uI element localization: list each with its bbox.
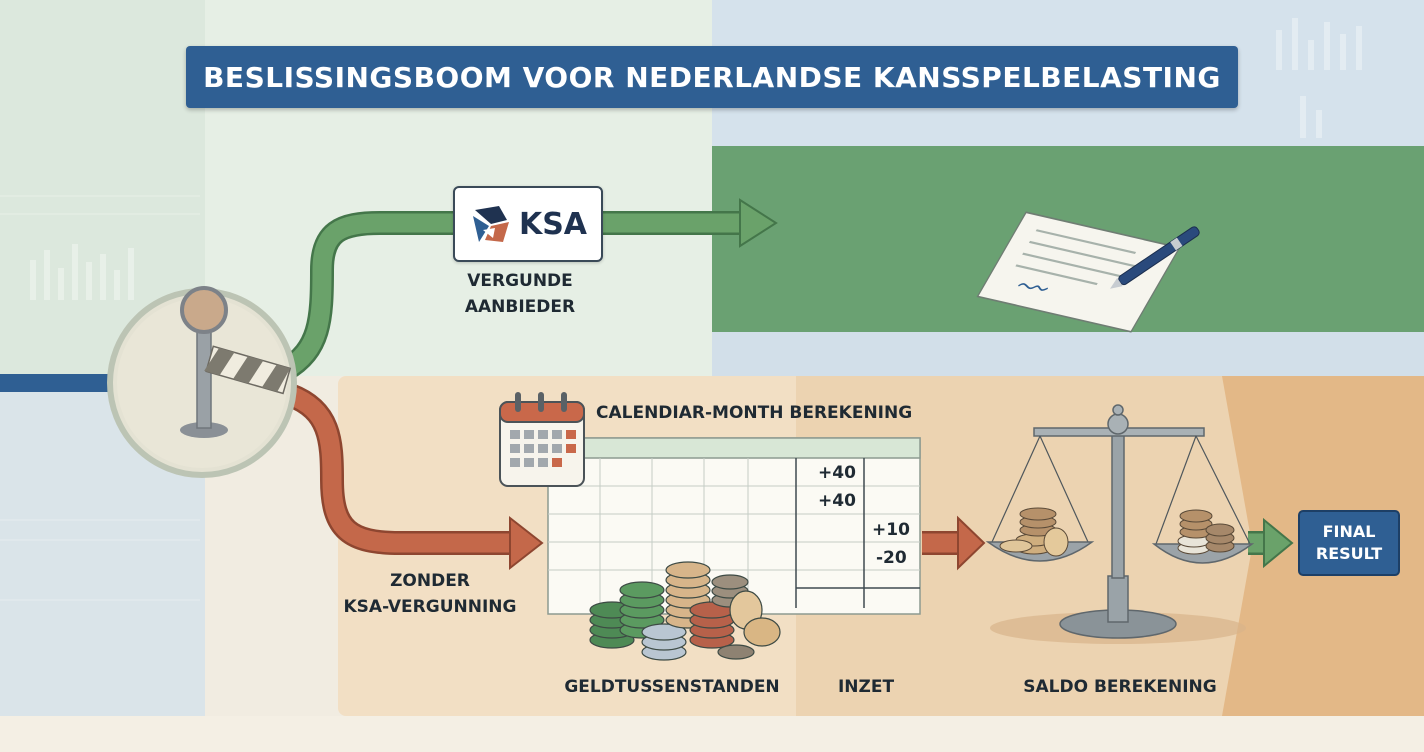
cash-balances-label: GELDTUSSENSTANDEN	[564, 677, 780, 697]
unlicensed-path	[286, 386, 512, 553]
licensed-path	[279, 213, 453, 379]
final-result-node: FINAL RESULT	[1298, 510, 1400, 576]
final-result-line: RESULT	[1315, 544, 1383, 563]
unlicensed-label: ZONDER KSA-VERGUNNING	[330, 568, 530, 620]
ksa-logo-icon	[472, 206, 509, 242]
ksa-logo-text: KSA	[518, 206, 588, 242]
ksa-node: KSA	[453, 186, 603, 262]
diagram-title-bar: BESLISSINGSBOOM VOOR NEDERLANDSE KANSSPE…	[186, 46, 1238, 108]
final-result-line: FINAL	[1322, 522, 1376, 541]
background-panel	[0, 716, 1424, 752]
stake-label: INZET	[837, 677, 895, 697]
label-line: AANBIEDER	[464, 297, 576, 317]
label-line: ZONDER	[390, 571, 470, 591]
balance-calculation-label: SALDO BEREKENING	[1023, 677, 1217, 697]
licensed-arrowhead	[739, 198, 778, 248]
ledger-entry: +10	[872, 520, 910, 540]
unlicensed-arrowhead	[509, 515, 544, 571]
licensed-provider-label: VERGUNDE AANBIEDER	[440, 268, 600, 320]
calendar-month-label: CALENDIAR-MONTH BEREKENING	[596, 403, 913, 423]
diagram-title: BESLISSINGSBOOM VOOR NEDERLANDSE KANSSPE…	[203, 60, 1221, 94]
label-line: KSA-VERGUNNING	[343, 597, 517, 617]
label-line: VERGUNDE	[467, 271, 573, 291]
ledger-entry: -20	[876, 548, 907, 568]
background-panel	[712, 332, 1424, 376]
final-arrowhead	[1263, 517, 1294, 569]
ledger-entry: +40	[818, 463, 856, 483]
ledger-entry: +40	[818, 491, 856, 511]
